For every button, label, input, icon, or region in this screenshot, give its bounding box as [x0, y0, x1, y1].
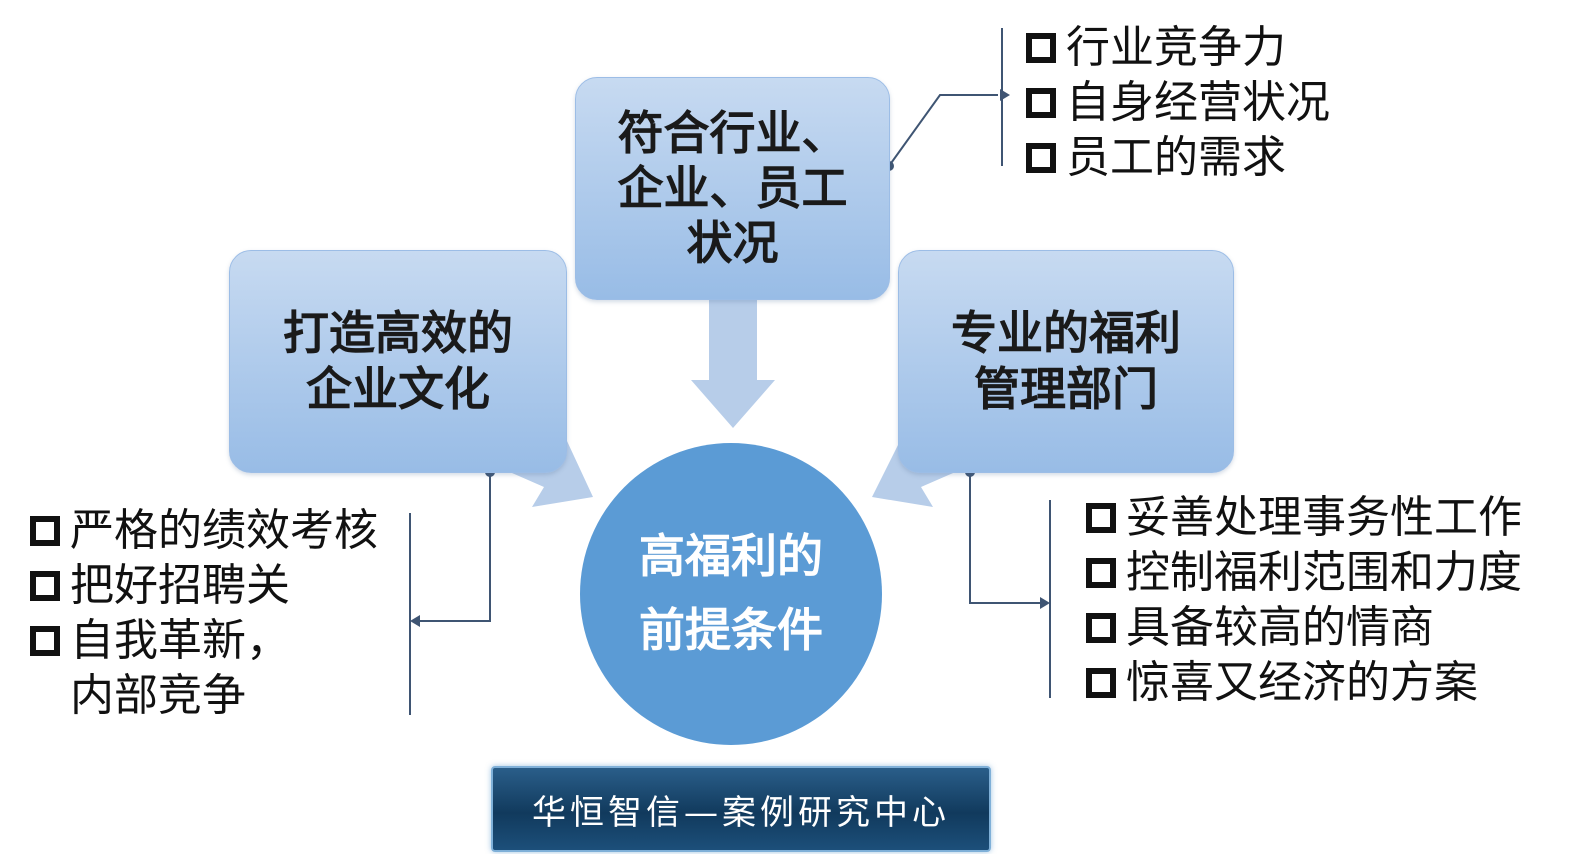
list-item: 控制福利范围和力度 [1086, 545, 1522, 600]
connector-left [409, 472, 491, 715]
list-item-text: 员工的需求 [1066, 132, 1286, 183]
list-item: 行业竞争力 [1026, 20, 1330, 75]
list-item-text: 自身经营状况 [1066, 77, 1330, 128]
center-circle: 高福利的 前提条件 [580, 443, 882, 745]
list-right: 妥善处理事务性工作 控制福利范围和力度 具备较高的情商 惊喜又经济的方案 [1086, 490, 1522, 710]
list-item: 妥善处理事务性工作 [1086, 490, 1522, 545]
list-item-text: 妥善处理事务性工作 [1126, 492, 1522, 543]
checkbox-icon [1086, 668, 1116, 698]
box-left-label: 打造高效的 企业文化 [283, 306, 513, 416]
list-item-text: 严格的绩效考核 [70, 505, 378, 556]
checkbox-icon [1086, 558, 1116, 588]
connector-right [969, 472, 1051, 698]
list-item: 严格的绩效考核 [30, 503, 378, 558]
checkbox-icon [1086, 613, 1116, 643]
list-item-text: 行业竞争力 [1066, 22, 1286, 73]
list-item-text: 惊喜又经济的方案 [1126, 657, 1478, 708]
checkbox-icon [1026, 33, 1056, 63]
checkbox-icon [30, 516, 60, 546]
box-industry-enterprise-employee: 符合行业、 企业、员工 状况 [575, 77, 890, 300]
list-item-text: 把好招聘关 [70, 560, 290, 611]
list-item: 惊喜又经济的方案 [1086, 655, 1522, 710]
checkbox-icon [30, 571, 60, 601]
connector-top [888, 28, 1003, 167]
list-item: 自身经营状况 [1026, 75, 1330, 130]
box-welfare-department: 专业的福利 管理部门 [898, 250, 1234, 473]
list-item: 自我革新， 内部竞争 [30, 613, 378, 723]
box-corporate-culture: 打造高效的 企业文化 [229, 250, 567, 473]
list-item: 把好招聘关 [30, 558, 378, 613]
list-top: 行业竞争力 自身经营状况 员工的需求 [1026, 20, 1330, 185]
list-item-text: 控制福利范围和力度 [1126, 547, 1522, 598]
checkbox-icon [1086, 503, 1116, 533]
list-item-text: 自我革新， 内部竞争 [70, 615, 290, 721]
checkbox-icon [1026, 143, 1056, 173]
checkbox-icon [1026, 88, 1056, 118]
list-item-text: 具备较高的情商 [1126, 602, 1434, 653]
box-top-label: 符合行业、 企业、员工 状况 [617, 105, 848, 271]
banner-text: 华恒智信—案例研究中心 [532, 792, 950, 833]
footer-banner: 华恒智信—案例研究中心 [491, 766, 991, 852]
list-item: 具备较高的情商 [1086, 600, 1522, 655]
checkbox-icon [30, 626, 60, 656]
list-item: 员工的需求 [1026, 130, 1330, 185]
box-right-label: 专业的福利 管理部门 [951, 306, 1181, 416]
center-label: 高福利的 前提条件 [639, 529, 823, 657]
list-left: 严格的绩效考核 把好招聘关 自我革新， 内部竞争 [30, 503, 378, 723]
arrow-top-to-center [691, 298, 775, 428]
